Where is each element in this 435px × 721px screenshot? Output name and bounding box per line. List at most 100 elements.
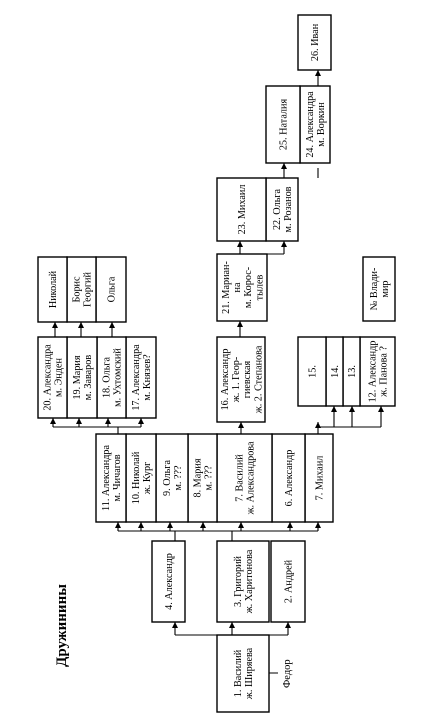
person-label-p13: 13. <box>347 365 358 378</box>
person-label-p3: 3. Григорийж. Харитонова <box>233 549 255 614</box>
person-label-p11: 11. Александрам. Чичагов <box>101 445 123 511</box>
person-label-p7a: 7. Василийж. Александрова <box>235 441 257 515</box>
person-label-p26: 26. Иван <box>310 23 321 61</box>
person-label-line: м. Энден <box>54 358 65 397</box>
person-label-line: ж. Ширяева <box>244 647 255 700</box>
person-label-line: 13. <box>347 365 358 378</box>
person-label-line: м. Заваров <box>83 355 94 401</box>
person-box-4 <box>151 540 186 623</box>
person-box-2 <box>270 540 306 623</box>
person-label-line: 8. Мария <box>193 458 204 497</box>
person-label-line: 2. Андрей <box>284 559 295 603</box>
person-label-p21: 21. Мариан-нам. Корос-тылев <box>221 261 266 314</box>
person-label-p8: 8. Мариям. ??? <box>193 458 215 497</box>
person-label-line: 24. Александра <box>305 91 316 158</box>
person-label-line: 14. <box>330 365 341 378</box>
person-box-11 <box>95 433 127 523</box>
person-label-olga: Ольга <box>107 276 118 302</box>
person-label-line: тылев <box>254 274 265 300</box>
person-box-3 <box>216 540 270 623</box>
person-box-21 <box>216 253 268 322</box>
person-box-24 <box>299 85 331 164</box>
person-box-22 <box>265 177 299 242</box>
person-label-p18: 18. Ольгам. Ухтомский <box>102 348 124 407</box>
person-label-line: ж. Харитонова <box>244 549 255 614</box>
person-label-p22: 22. Ольгам. Розанов <box>272 186 294 232</box>
person-label-line: 18. Ольга <box>102 356 113 398</box>
person-box-7-vasiliy <box>216 433 273 523</box>
person-label-line: 23. Михаил <box>237 185 248 235</box>
person-box-23 <box>216 177 267 242</box>
person-label-nikolay: Николай <box>48 270 59 308</box>
person-box-26 <box>297 14 332 71</box>
person-label-line: 16. Александр <box>220 349 231 411</box>
person-label-line: 10. Николай <box>131 451 142 504</box>
person-label-p15: 15. <box>308 365 319 378</box>
root-person-label: Федор <box>282 659 293 688</box>
person-label-line: ж. 2. Степанова <box>253 345 264 414</box>
person-label-line: Ольга <box>107 276 118 302</box>
person-label-line: гиевская <box>242 360 253 398</box>
person-label-vlad: № Влади-мир <box>369 267 391 310</box>
person-label-p9: 9. Ольгам. ??? <box>162 460 184 496</box>
person-boxes <box>37 14 396 713</box>
person-label-line: ж. Кург <box>142 462 153 496</box>
person-label-line: 19. Мария <box>72 355 83 399</box>
person-label-line: м. Чичагов <box>112 454 123 501</box>
person-box-15 <box>297 336 327 407</box>
person-label-line: 1. Василий <box>233 649 244 697</box>
person-label-line: ж. Александрова <box>246 441 257 515</box>
person-box-vladimir <box>362 256 396 322</box>
person-label-p16: 16. Александрж. 1. Геор-гиевскаяж. 2. Ст… <box>220 345 265 414</box>
person-label-line: 20. Александра <box>43 344 54 411</box>
person-label-line: м. Ухтомский <box>113 348 124 407</box>
person-label-line: 9. Ольга <box>162 460 173 496</box>
person-label-p17: 17. Александрам. Князев? <box>131 344 153 411</box>
person-label-p14: 14. <box>330 365 341 378</box>
person-label-p23: 23. Михаил <box>237 185 248 235</box>
person-label-line: 4. Александр <box>164 553 175 610</box>
person-label-line: Георгий <box>83 272 94 307</box>
person-label-p7b: 7. Михаил <box>315 456 326 501</box>
person-label-line: ж. 1. Геор- <box>231 356 242 403</box>
person-label-line: 21. Мариан- <box>221 261 232 314</box>
person-label-p1: 1. Василийж. Ширяева <box>233 647 255 700</box>
person-label-line: ж. Панова ? <box>379 346 390 398</box>
person-label-line: м. Воркин <box>316 102 327 147</box>
person-box-20 <box>37 336 68 419</box>
person-label-p10: 10. Николайж. Кург <box>131 451 153 504</box>
person-label-line: 3. Григорий <box>233 555 244 607</box>
person-box-18 <box>96 336 127 419</box>
person-label-line: 6. Александр <box>284 450 295 507</box>
person-label-line: Николай <box>48 270 59 308</box>
person-label-p12: 12. Александрж. Панова ? <box>368 341 390 403</box>
person-label-line: м. Розанов <box>283 186 294 232</box>
person-label-boris: БорисГеоргий <box>72 272 94 307</box>
person-label-p2: 2. Андрей <box>284 559 295 603</box>
person-label-line: 11. Александра <box>101 445 112 511</box>
person-box-10 <box>125 433 157 523</box>
person-labels: 1. Василийж. Ширяева 2. Андрей 3. Григорий… <box>43 23 392 700</box>
diagram-title: Дружинины <box>54 584 70 667</box>
person-label-line: м. ??? <box>204 465 215 491</box>
person-box-25 <box>265 85 301 164</box>
person-label-line: м. Князев? <box>142 354 153 401</box>
person-label-line: 22. Ольга <box>272 188 283 230</box>
person-label-line: Борис <box>72 276 83 302</box>
person-label-line: 26. Иван <box>310 23 321 61</box>
person-label-line: 15. <box>308 365 319 378</box>
person-label-line: 17. Александра <box>131 344 142 411</box>
person-label-p19: 19. Мариям. Заваров <box>72 355 94 401</box>
person-label-line: 7. Михаил <box>315 456 326 501</box>
person-label-p20: 20. Александрам. Энден <box>43 344 65 411</box>
person-label-line: 7. Василий <box>235 454 246 502</box>
person-label-p6: 6. Александр <box>284 450 295 507</box>
person-label-line: № Влади- <box>369 267 380 310</box>
person-label-p24: 24. Александрам. Воркин <box>305 91 327 158</box>
person-box-1 <box>216 634 270 713</box>
person-label-line: мир <box>380 281 391 298</box>
person-box-7-mikhail <box>304 433 334 523</box>
person-box-8 <box>187 433 218 523</box>
person-label-p25: 25. Наталия <box>279 99 290 151</box>
